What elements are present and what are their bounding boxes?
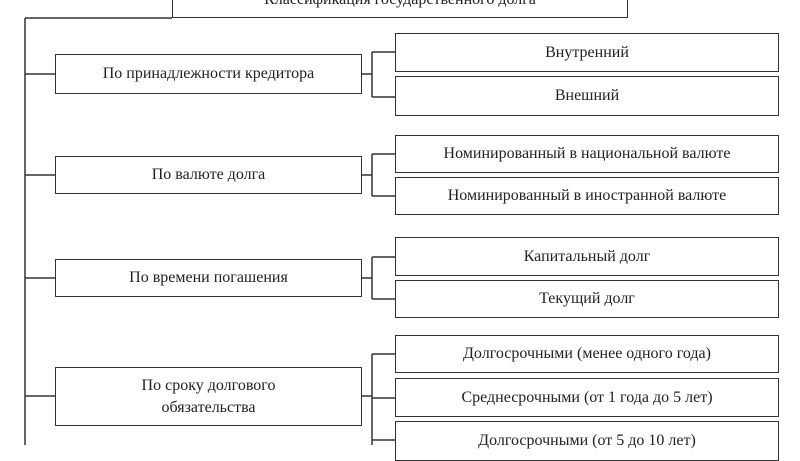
category-label: По валюте долга	[151, 166, 266, 183]
diagram-title: Классификация государственного долга	[172, 0, 628, 18]
item-box-national-currency: Номинированный в национальной валюте	[395, 135, 779, 173]
category-box-creditor: По принадлежности кредитора	[55, 54, 362, 94]
item-box-external: Внешний	[395, 76, 779, 116]
category-box-currency: По валюте долга	[55, 156, 362, 194]
item-label: Текущий долг	[539, 290, 635, 307]
item-box-current-debt: Текущий долг	[395, 280, 779, 318]
item-box-foreign-currency: Номинированный в иностранной валюте	[395, 177, 779, 215]
category-label: По времени погашения	[129, 269, 288, 286]
item-label: Номинированный в иностранной валюте	[447, 187, 727, 204]
item-label: Внутренний	[545, 43, 629, 61]
connector-lines	[24, 17, 395, 445]
item-box-medium-term: Среднесрочными (от 1 года до 5 лет)	[395, 378, 779, 417]
diagram-title-text: Классификация государственного долга	[264, 0, 536, 11]
item-box-long-term: Долгосрочными (от 5 до 10 лет)	[395, 421, 779, 461]
category-label: По принадлежности кредитора	[102, 65, 315, 82]
item-label: Долгосрочными (от 5 до 10 лет)	[478, 432, 696, 449]
item-label: Долгосрочными (менее одного года)	[463, 345, 711, 362]
item-label: Капитальный долг	[523, 247, 651, 265]
item-box-domestic: Внутренний	[395, 33, 779, 72]
category-label: По сроку долгового обязательства	[141, 376, 276, 416]
item-label: Среднесрочными (от 1 года до 5 лет)	[461, 388, 713, 406]
category-box-repayment-time: По времени погашения	[55, 259, 362, 297]
category-box-obligation-term: По сроку долгового обязательства	[55, 367, 362, 426]
item-label: Внешний	[554, 87, 620, 104]
item-box-capital-debt: Капитальный долг	[395, 237, 779, 276]
item-label: Номинированный в национальной валюте	[443, 145, 731, 162]
item-box-short-term: Долгосрочными (менее одного года)	[395, 335, 779, 373]
